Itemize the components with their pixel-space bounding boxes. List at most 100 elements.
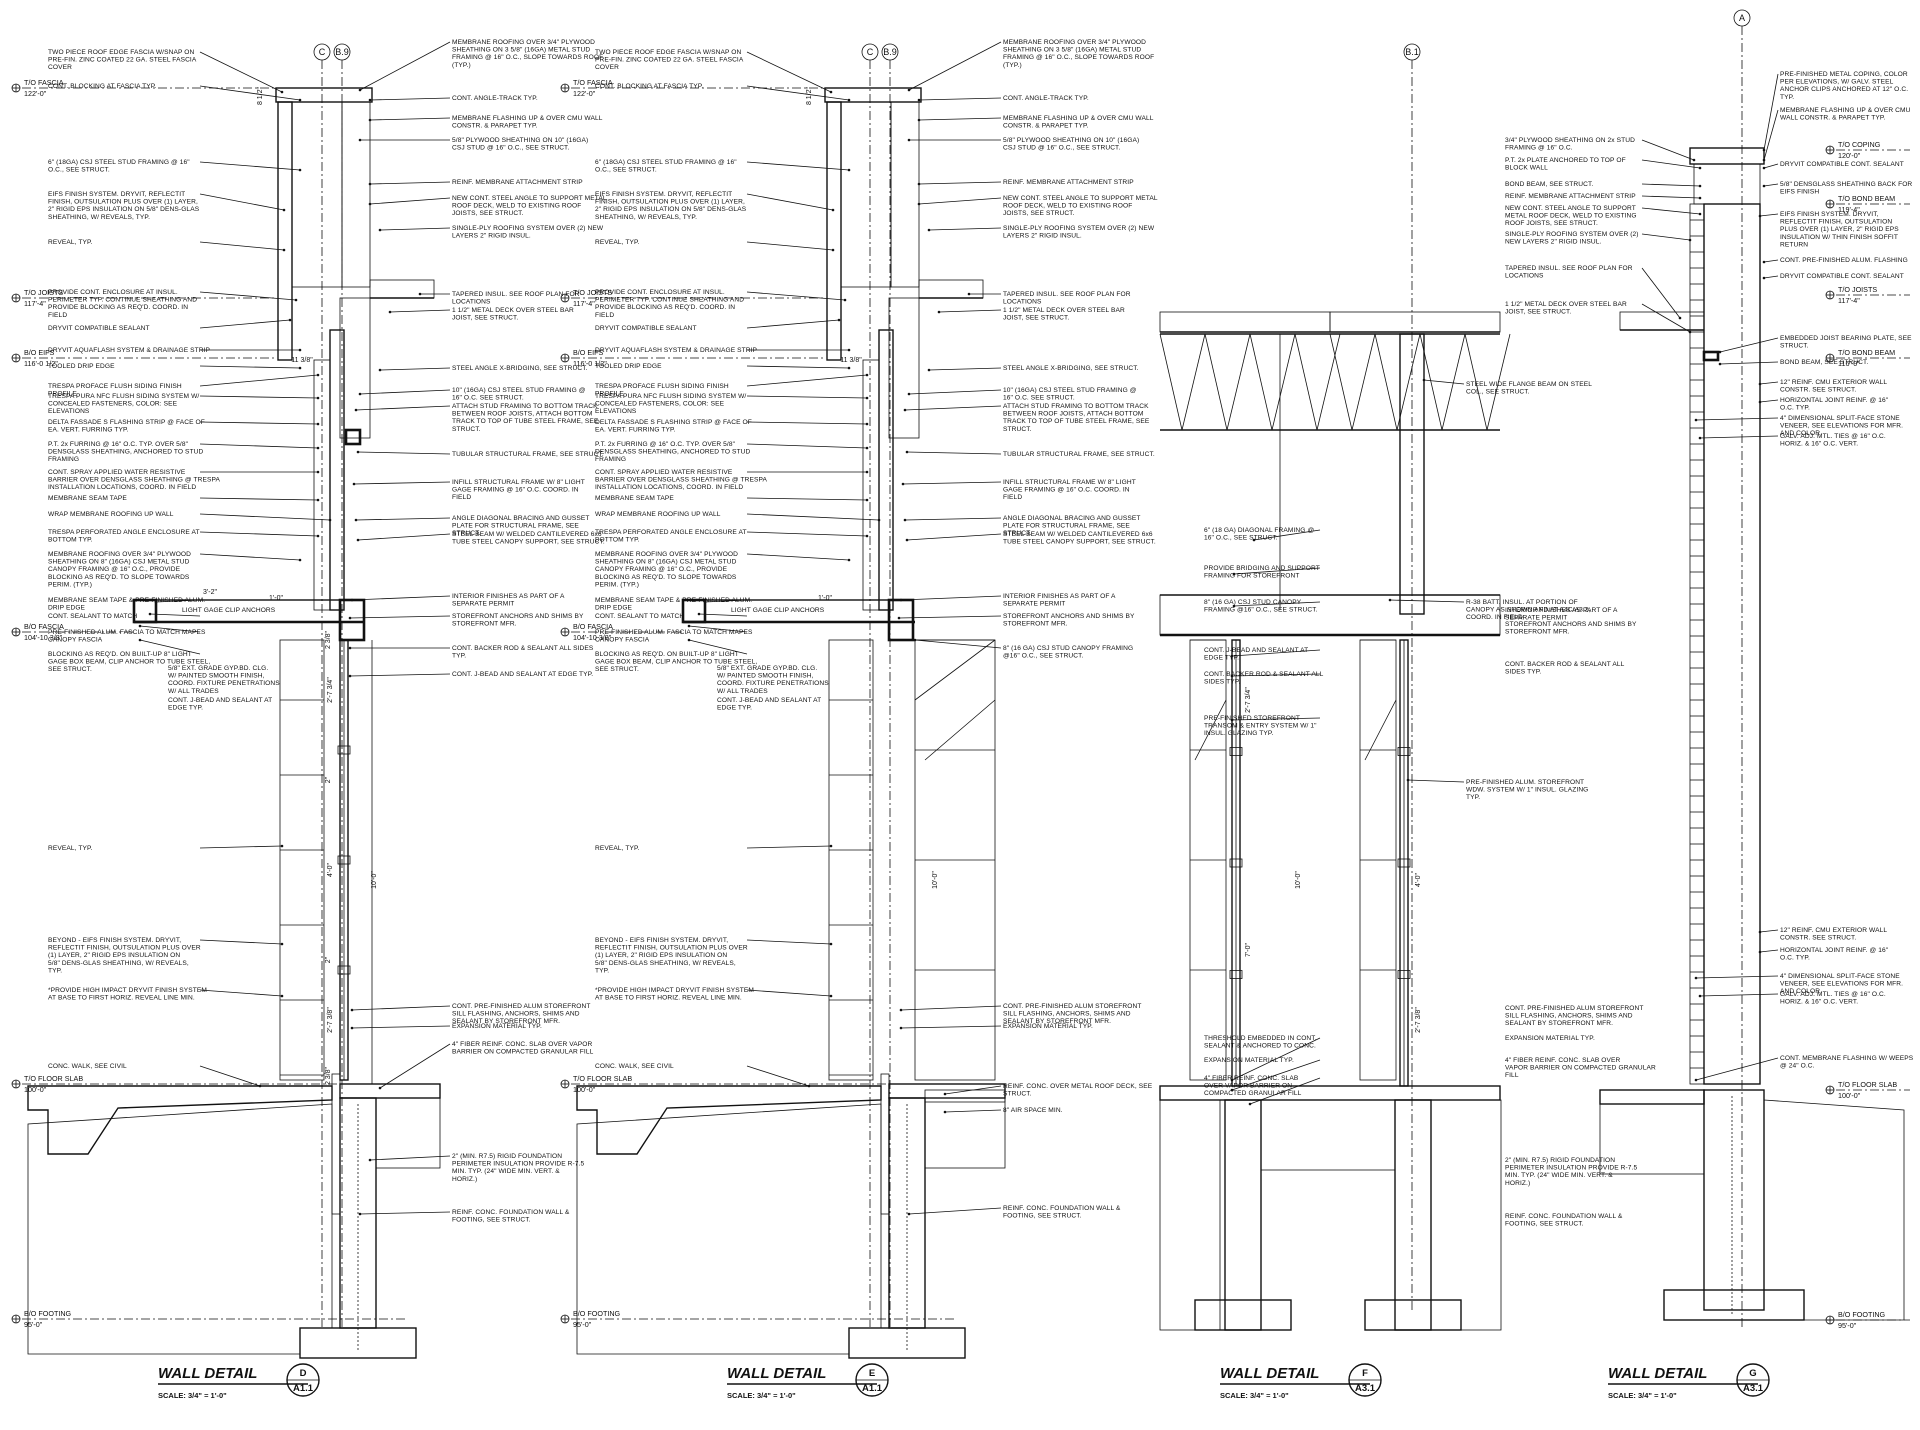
storefront-mullion (337, 965, 351, 975)
leader-line (944, 1109, 1002, 1113)
left-note-21: PRE-FINISHED ALUM. FASCIA TO MATCH MAPES… (48, 629, 206, 644)
left-note-7: DRYVIT COMPATIBLE SEALANT (595, 325, 697, 332)
stone-veneer (1689, 203, 1705, 1085)
dimension-text: 4'-0" (327, 863, 334, 877)
leader-line (1759, 213, 1779, 217)
leader-dot (1762, 260, 1766, 264)
leader-line (199, 939, 283, 945)
leader-dot (352, 482, 356, 486)
tube-steel (344, 428, 362, 446)
leader-line (1759, 399, 1779, 403)
leader-line (351, 1005, 451, 1011)
left-note-15: MEMBRANE SEAM TAPE (48, 495, 127, 502)
leader-line (199, 513, 331, 521)
detail-number: F (1362, 1368, 1368, 1379)
leader-line (1641, 183, 1701, 187)
leader-line (1641, 207, 1701, 215)
leader-line (704, 599, 748, 603)
leader-dot (847, 558, 851, 562)
level-elevation: 104'-10 3/8" (24, 633, 63, 642)
leader-dot (368, 1158, 372, 1162)
glass-reflection (924, 699, 996, 761)
right-note-21: EXPANSION MATERIAL TYP. (1003, 1023, 1093, 1030)
leader-line (1249, 1077, 1321, 1105)
leader-dot (829, 90, 833, 94)
leader-line (1763, 163, 1779, 169)
leader-dot (1758, 382, 1762, 386)
right-note-6: CONT. PRE-FINISHED ALUM. FLASHING (1780, 257, 1908, 264)
storefront-mullion (337, 855, 351, 865)
leader-line (199, 421, 319, 425)
level-name: T/O FLOOR SLAB (24, 1074, 83, 1083)
right-note-15: HORIZONTAL JOINT REINF. @ 16"O.C. TYP. (1780, 947, 1889, 962)
leader-line (688, 625, 748, 633)
leader-dot (316, 373, 320, 377)
leader-dot (899, 598, 903, 602)
detail-number: G (1749, 1368, 1756, 1379)
leader-dot (368, 118, 372, 122)
leader-dot (1230, 654, 1234, 658)
right-note-2: CONT. ANGLE-TRACK TYP. (452, 95, 538, 102)
left-note-26: CONC. WALK, SEE CIVIL (595, 1063, 674, 1070)
leader-line (199, 374, 319, 387)
right-note-13: TUBULAR STRUCTURAL FRAME, SEE STRUCT. (1003, 451, 1155, 458)
granular-fill (375, 1097, 441, 1169)
leader-line (902, 481, 1002, 485)
level-name: B/O FASCIA (24, 622, 64, 631)
left-note-16: REINF. CONC. FOUNDATION WALL &FOOTING, S… (1505, 1213, 1623, 1228)
leader-line (379, 227, 451, 231)
leader-line (1699, 993, 1779, 997)
leader-line (918, 97, 1002, 101)
joist-web (1486, 333, 1511, 431)
right-note-10: STEEL ANGLE X-BRIDGING, SEE STRUCT. (1003, 365, 1139, 372)
leader-dot (1762, 166, 1766, 170)
leader-line (938, 309, 1002, 313)
leader-dot (901, 482, 905, 486)
bond-beam (1693, 163, 1761, 205)
right-note-13: GALV. ADJ. MTL. TIES @ 16" O.C.HORIZ. & … (1780, 433, 1886, 448)
leader-line (1231, 1037, 1321, 1081)
leader-dot (358, 1212, 362, 1216)
leader-line (918, 197, 1002, 205)
leader-dot (1718, 362, 1722, 366)
left-note-6: PROVIDE CONT. ENCLOSURE AT INSUL.PERIMET… (595, 289, 744, 319)
detail-scale: SCALE: 3/4" = 1'-0" (727, 1391, 796, 1400)
leader-dot (282, 208, 286, 212)
sheet-reference: A3.1 (1355, 1383, 1376, 1394)
leader-dot (917, 182, 921, 186)
leader-line (746, 989, 832, 997)
leader-line (351, 1025, 451, 1029)
level-elevation: 116'-0 1/2" (573, 359, 607, 368)
eifs-beyond (828, 639, 874, 1081)
leader-dot (967, 292, 971, 296)
leader-dot (350, 598, 354, 602)
leader-line (1641, 233, 1691, 241)
leader-dot (298, 366, 302, 370)
level-elevation: 100'-0" (573, 1085, 596, 1094)
dimension-text: 2'-7 3/4" (327, 677, 334, 703)
steel-column (1399, 333, 1425, 615)
glass-reflection (914, 639, 996, 701)
left-note-3: 6" (18GA) CSJ STEEL STUD FRAMING @ 16"O.… (48, 159, 190, 174)
granular-fill (1260, 1099, 1396, 1171)
level-name: T/O FLOOR SLAB (573, 1074, 632, 1083)
leader-dot (358, 392, 362, 396)
metal-coping (1689, 147, 1765, 165)
leader-line (1763, 259, 1779, 263)
leader-line (746, 845, 832, 849)
